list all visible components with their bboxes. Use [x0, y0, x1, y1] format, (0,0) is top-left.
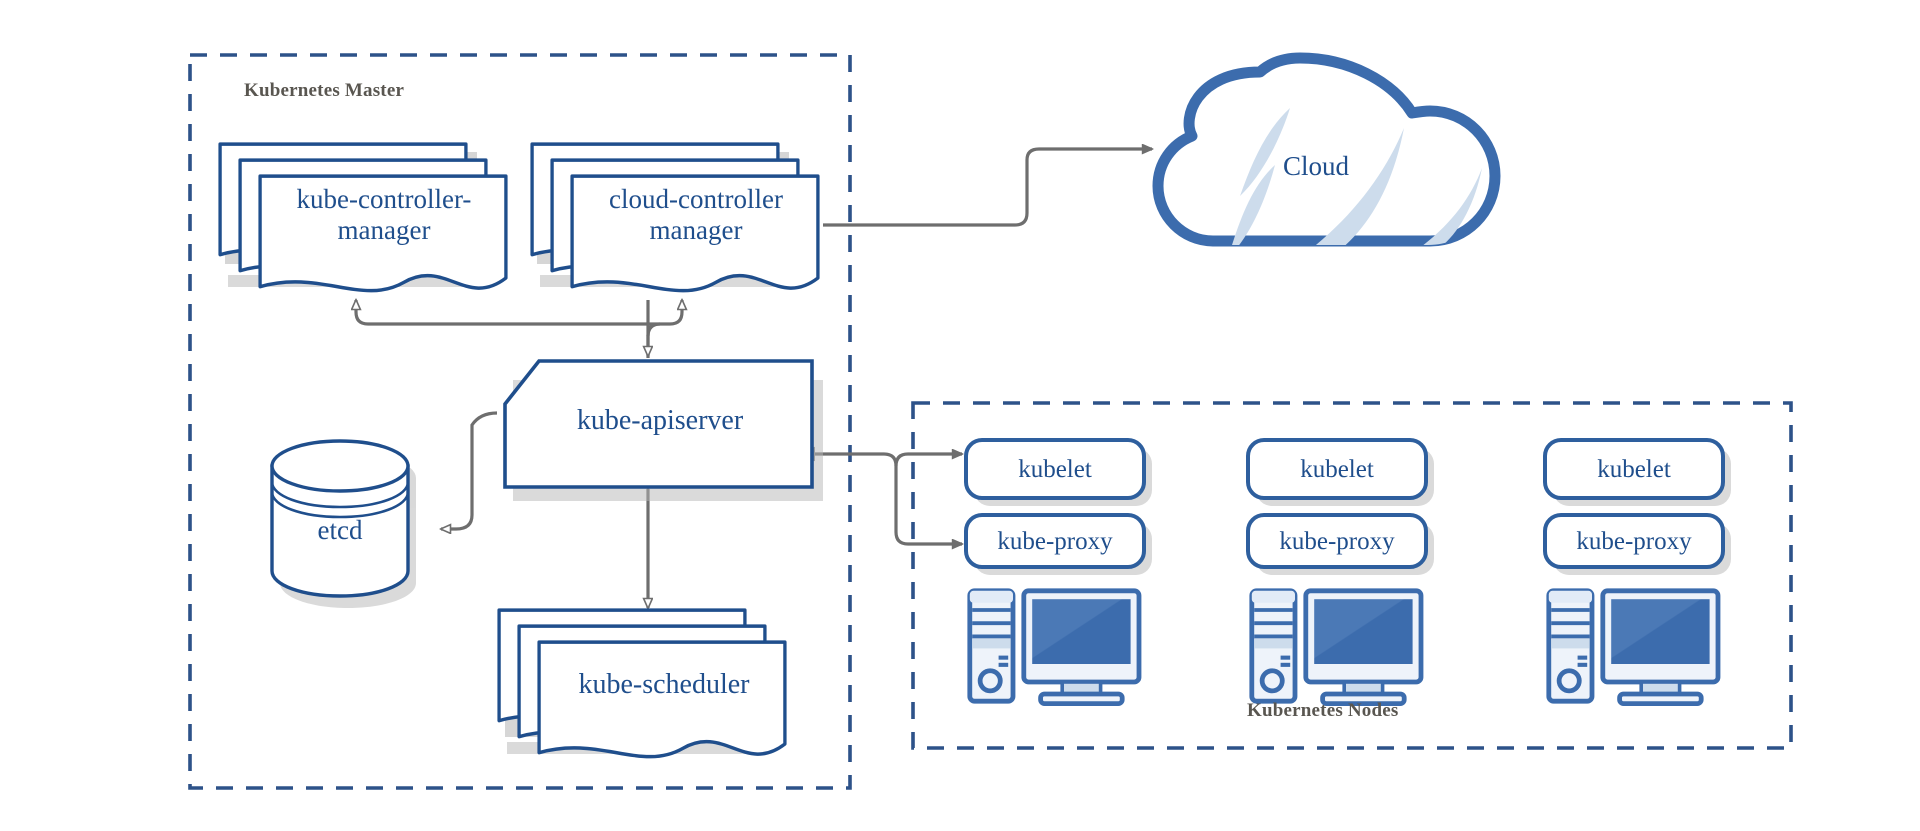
cloud-shape — [1152, 52, 1501, 247]
connector-ccm-to-cloud — [823, 149, 1152, 227]
etcd-shape — [270, 439, 416, 608]
connector-apiserver-to-kubeproxy — [815, 452, 962, 544]
kube-controller-manager-shape — [218, 142, 508, 293]
master-group-title: Kubernetes Master — [244, 80, 405, 101]
master-group-boundary — [188, 53, 852, 790]
node-2 — [1246, 438, 1434, 704]
node-1 — [964, 438, 1152, 704]
connector-apiserver-to-kubelet — [894, 454, 962, 467]
connector-apiserver-to-kcm — [356, 300, 661, 358]
nodes-group-boundary — [911, 401, 1793, 750]
connector-apiserver-to-ccm — [646, 300, 682, 337]
connector-layer — [356, 149, 1152, 608]
nodes-group-title: Kubernetes Nodes — [1247, 700, 1399, 721]
node-3 — [1543, 438, 1731, 704]
kube-scheduler-shape — [497, 608, 787, 759]
connector-apiserver-to-etcd — [441, 411, 498, 529]
kube-apiserver-shape — [503, 359, 823, 501]
cloud-controller-manager-shape — [530, 142, 820, 293]
